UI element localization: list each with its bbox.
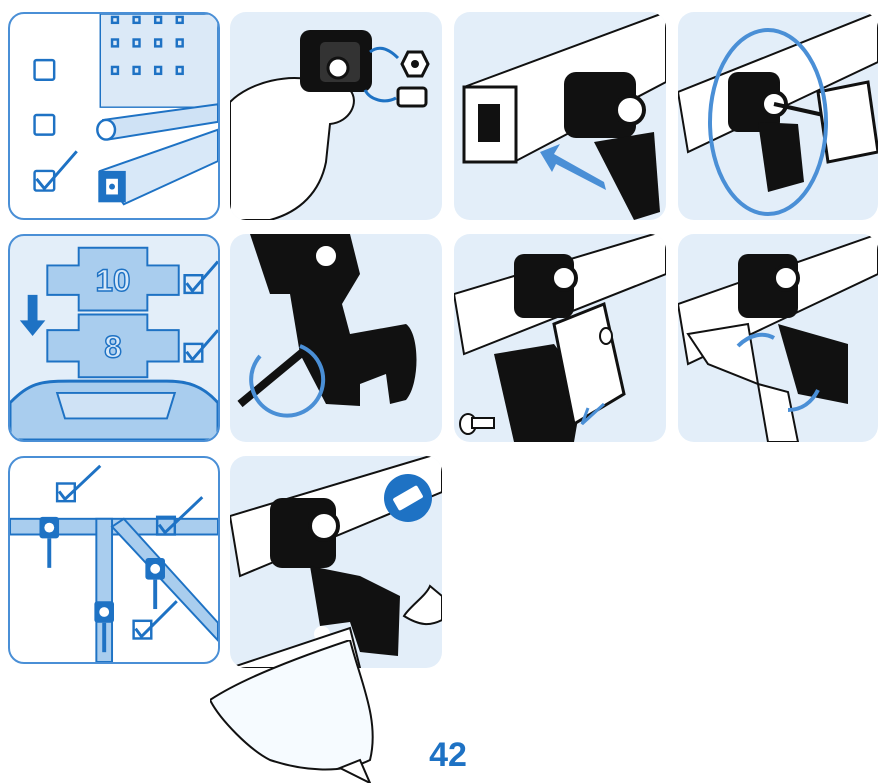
panel-release-hook-screw bbox=[230, 234, 442, 442]
panel-profile-size: 10 8 bbox=[8, 234, 220, 442]
bag-icon bbox=[210, 640, 373, 769]
tighten-screw-illustration bbox=[678, 12, 878, 220]
profile-size-illustration: 10 8 bbox=[10, 236, 218, 440]
tray-icon bbox=[10, 381, 218, 440]
label-10: 10 bbox=[96, 263, 131, 298]
slide-onto-profile-illustration bbox=[454, 12, 666, 220]
panel-insert-nut bbox=[230, 12, 442, 220]
panel-choose-mount bbox=[8, 12, 220, 220]
down-arrow-icon bbox=[20, 295, 46, 336]
razor-blade-icon bbox=[384, 474, 432, 522]
t-nut-icon bbox=[398, 88, 426, 106]
panel-cut-bag bbox=[230, 456, 442, 668]
remove-blade-holder-illustration bbox=[454, 234, 666, 442]
panel-remove-blade-holder bbox=[454, 234, 666, 442]
bag-icon bbox=[404, 586, 442, 624]
insert-10-icon: 10 bbox=[47, 248, 178, 311]
cut-bag-illustration bbox=[230, 456, 442, 668]
checkbox-icon bbox=[35, 60, 55, 190]
frame-positions-illustration bbox=[10, 458, 218, 662]
tube-icon bbox=[97, 104, 218, 139]
insert-blade-illustration bbox=[678, 234, 878, 442]
page-number: 42 bbox=[418, 736, 478, 775]
panel-frame-positions bbox=[8, 456, 220, 664]
pegboard-icon bbox=[100, 14, 218, 107]
nut-icon bbox=[402, 52, 428, 76]
label-8: 8 bbox=[104, 330, 121, 365]
panel-insert-blade bbox=[678, 234, 878, 442]
panel-tighten-screw bbox=[678, 12, 878, 220]
aluminium-profile-icon bbox=[98, 130, 218, 205]
insert-8-icon: 8 bbox=[47, 314, 178, 377]
hook-base-icon bbox=[300, 30, 372, 92]
panel-slide-onto-profile bbox=[454, 12, 666, 220]
bag-overflow-illustration bbox=[210, 640, 390, 783]
frame-icon bbox=[10, 519, 218, 662]
hand-icon bbox=[230, 78, 354, 220]
hook-base-icon bbox=[564, 72, 660, 220]
choose-mount-illustration bbox=[10, 14, 218, 218]
release-hook-screw-illustration bbox=[230, 234, 442, 442]
insert-nut-illustration bbox=[230, 12, 442, 220]
arrow-icon bbox=[540, 144, 606, 190]
